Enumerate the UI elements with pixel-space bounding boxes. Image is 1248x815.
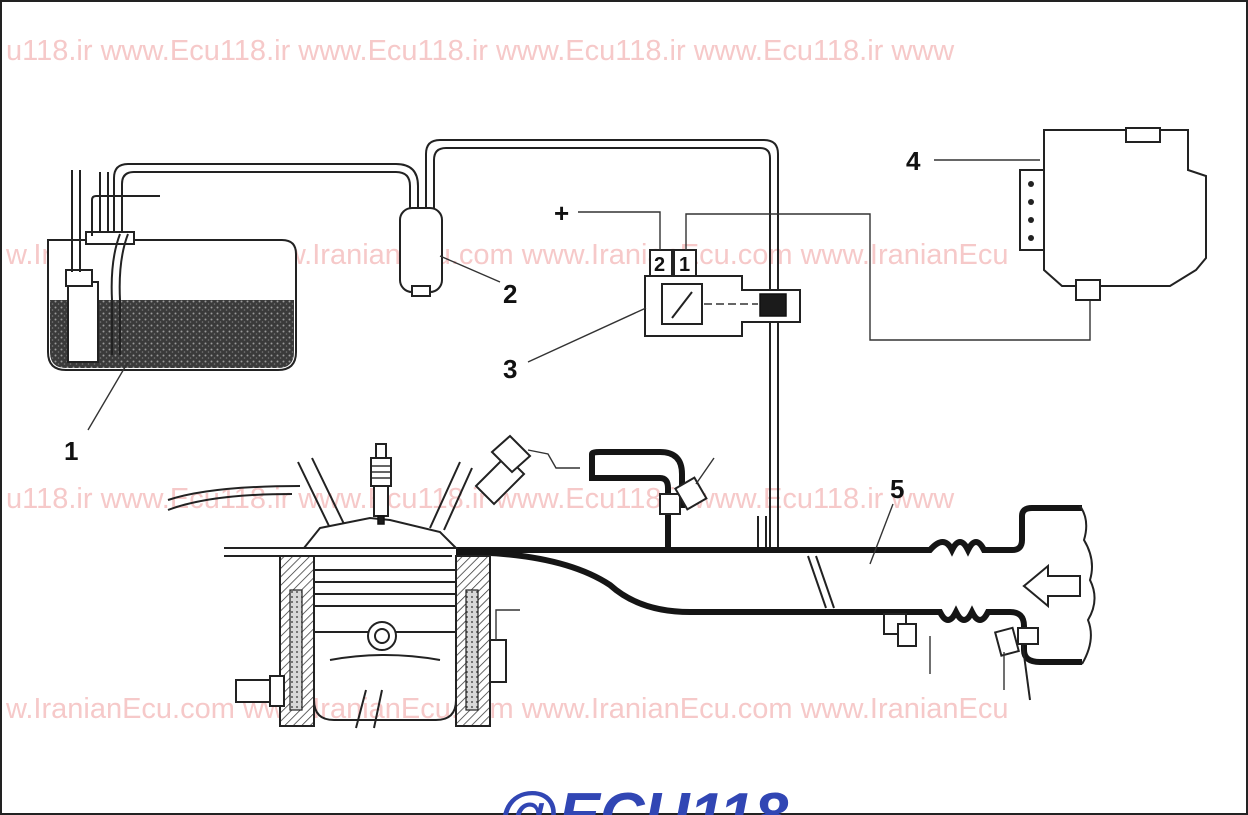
wire-ecu-signal [685, 213, 1091, 341]
callout-2: 2 [503, 279, 517, 309]
leader-1 [87, 361, 129, 431]
fuel-injector [474, 434, 580, 506]
carbon-canister [399, 207, 443, 297]
air-flow-arrow [1022, 563, 1081, 609]
pressure-sensor [993, 626, 1039, 690]
leader-2 [439, 255, 501, 283]
vent-line-tank [113, 163, 419, 232]
engine-control-unit [1019, 127, 1207, 301]
intake-port-stub [757, 516, 767, 548]
callout-5: 5 [890, 474, 904, 504]
throttle-sensor [659, 457, 715, 515]
watermark-row-a: u118.ir www.Ecu118.ir www.Ecu118.ir www.… [6, 35, 955, 67]
supply-plus: + [554, 198, 569, 228]
leader-5 [869, 503, 894, 565]
air-temp-sensor [883, 613, 931, 674]
fuel-tank [47, 170, 297, 371]
callout-4: 4 [906, 146, 921, 176]
purge-line-lower [769, 322, 779, 550]
callout-3: 3 [503, 354, 517, 384]
engine-cylinder [167, 457, 520, 729]
watermark-row-d: w.IranianEcu.com www.IranianEcu.com www.… [5, 693, 1009, 725]
leader-3 [527, 307, 647, 363]
valve-pin-1: 1 [679, 254, 690, 276]
brand-watermark: @ECU118 [498, 781, 789, 815]
purge-line-upper [425, 139, 779, 290]
purge-solenoid-valve [644, 249, 801, 337]
valve-pin-2: 2 [654, 254, 665, 276]
spark-plug [370, 443, 392, 525]
callout-1: 1 [64, 436, 78, 466]
wire-supply [578, 211, 661, 250]
